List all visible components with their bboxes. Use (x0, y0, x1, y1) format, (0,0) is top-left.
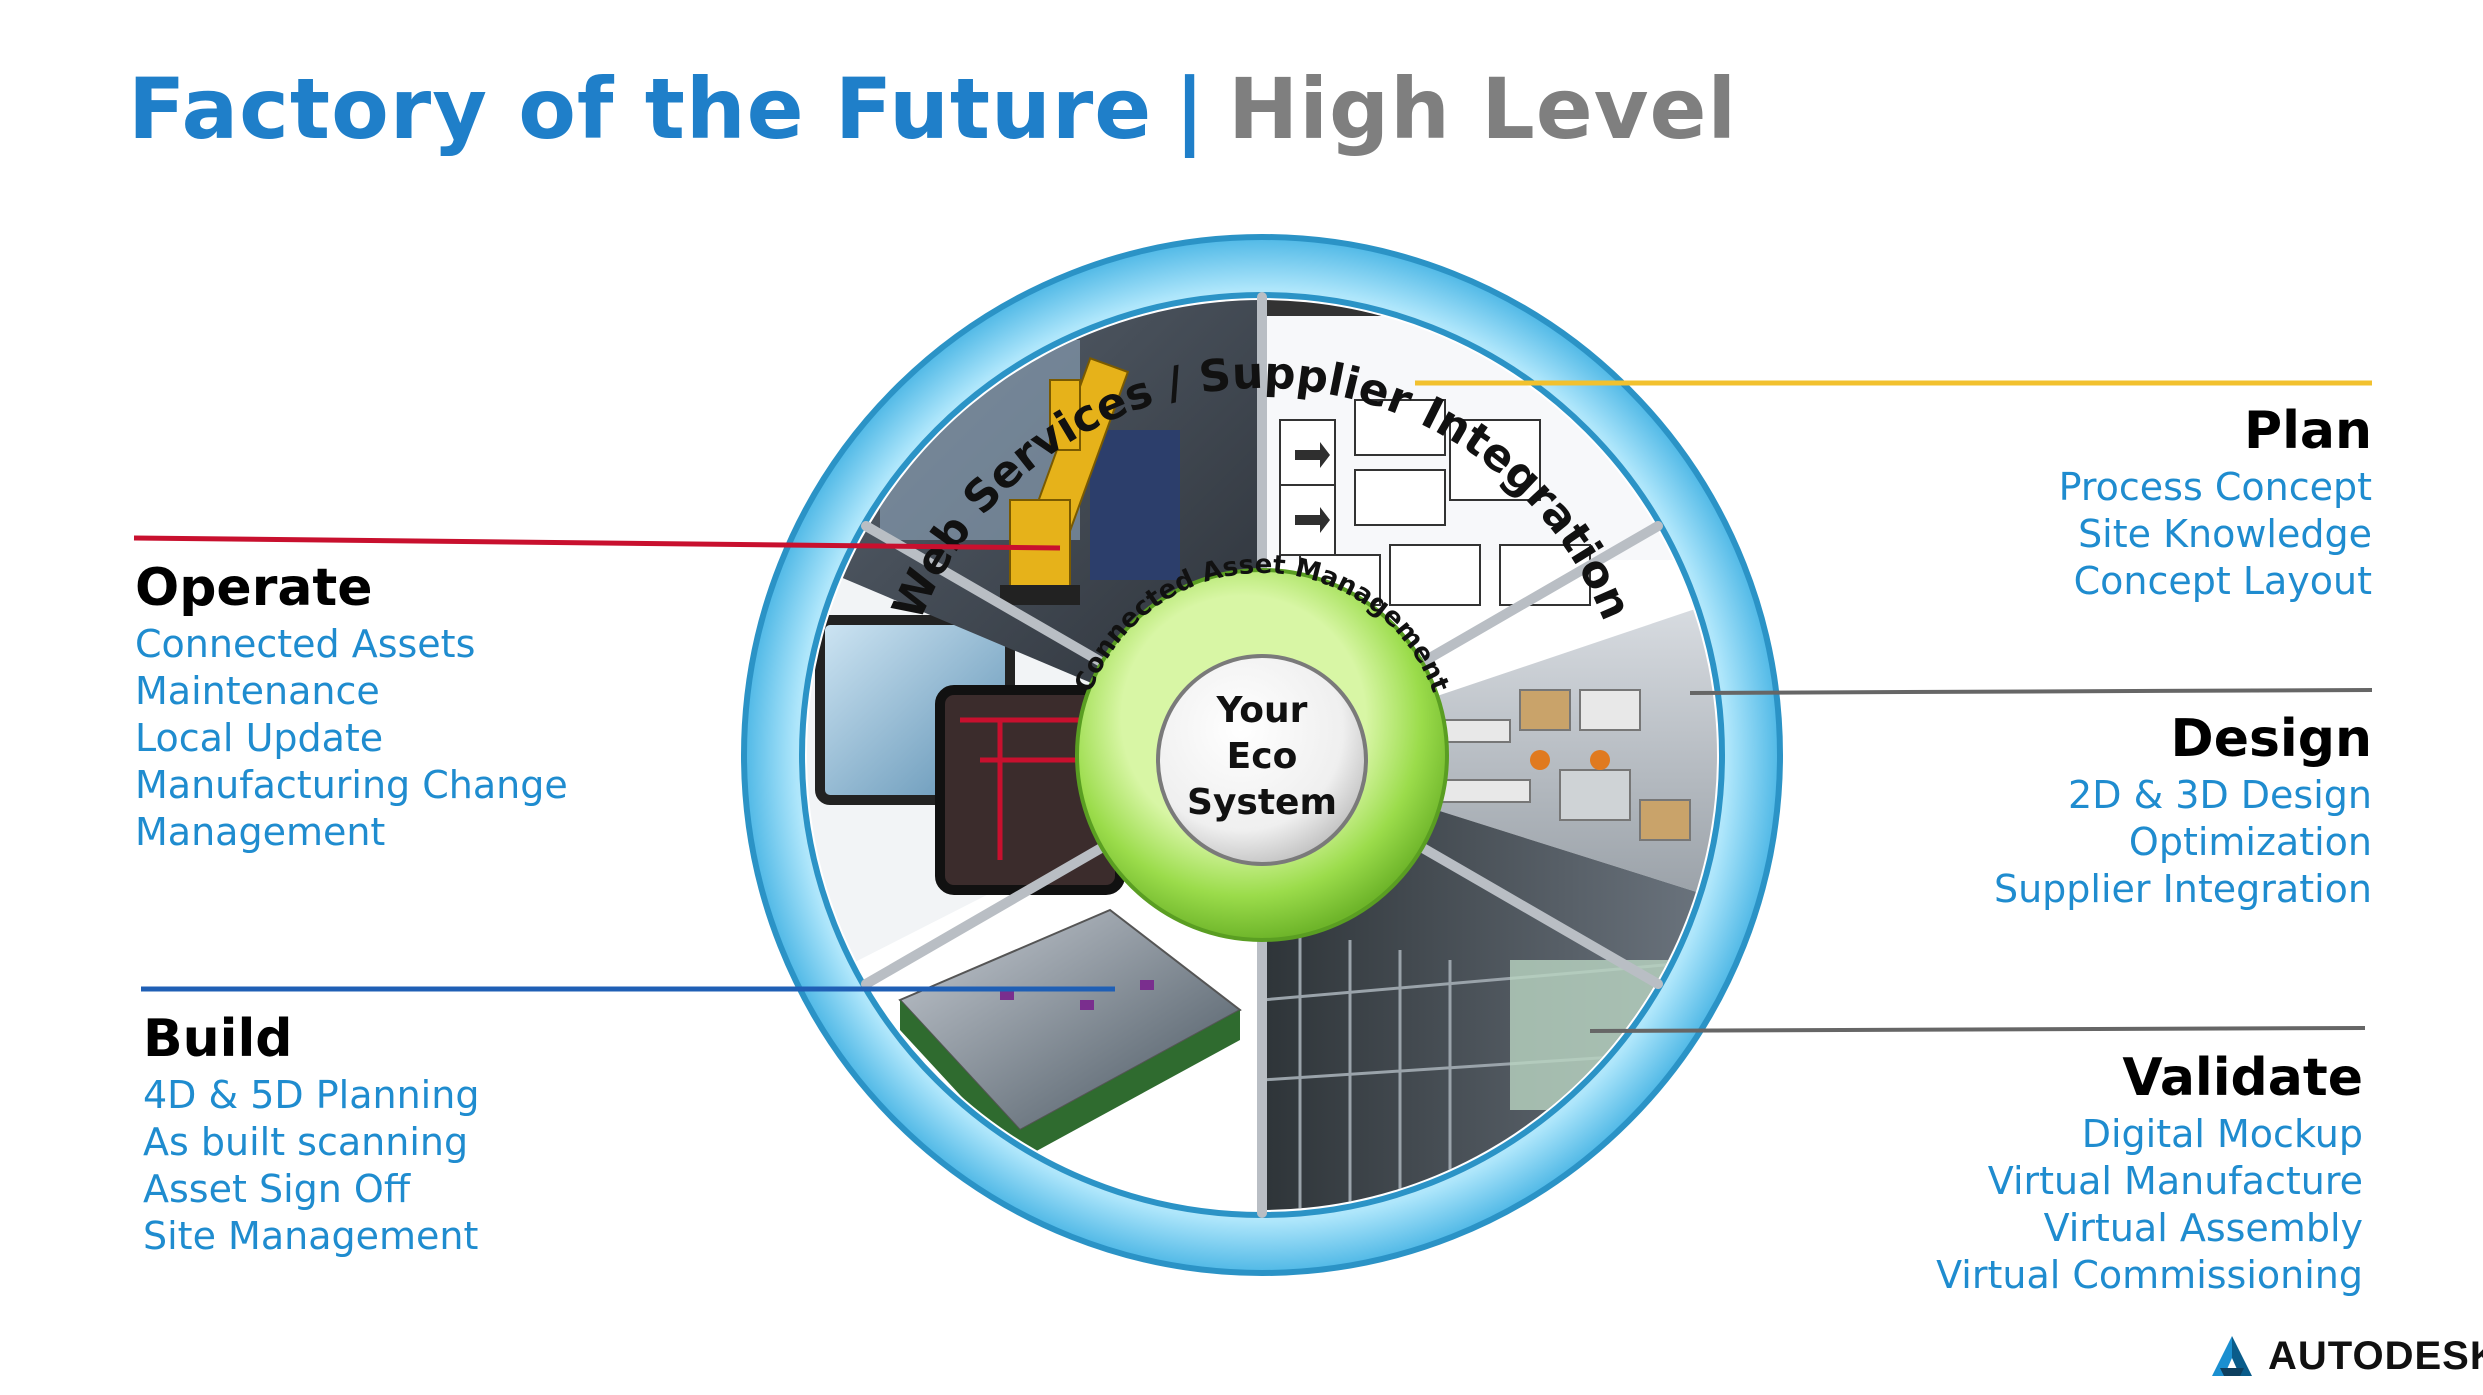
operate-title: Operate (135, 558, 373, 618)
autodesk-logo: AUTODESK. (2210, 1328, 2483, 1384)
validate-items: Digital Mockup Virtual Manufacture Virtu… (1936, 1111, 2363, 1299)
validate-item: Virtual Assembly (2043, 1206, 2363, 1250)
center-label-line: Your (1216, 690, 1308, 731)
build-block: Build 4D & 5D Planning As built scanning… (143, 1008, 479, 1260)
center-label-line: System (1187, 782, 1337, 823)
design-warehouse-image (1262, 600, 1717, 900)
validate-item: Virtual Commissioning (1936, 1253, 2363, 1297)
operate-item: Local Update (135, 716, 384, 760)
operate-connector-line (133, 535, 1061, 551)
title-separator: | (1174, 60, 1206, 158)
plan-item: Site Knowledge (2078, 512, 2372, 556)
design-title: Design (2170, 709, 2372, 769)
design-item: 2D & 3D Design (2068, 773, 2372, 817)
page-title: Factory of the Future|High Level (128, 60, 1737, 158)
autodesk-a-icon (2212, 1336, 2252, 1376)
validate-block: Validate Digital Mockup Virtual Manufact… (1936, 1047, 2363, 1299)
plan-title: Plan (2243, 401, 2372, 461)
plan-block: Plan Process Concept Site Knowledge Conc… (2059, 400, 2372, 605)
validate-item: Virtual Manufacture (1987, 1159, 2363, 1203)
validate-title: Validate (2122, 1048, 2363, 1108)
plan-item: Process Concept (2058, 465, 2372, 509)
operate-item: Maintenance (135, 669, 380, 713)
design-item: Supplier Integration (1993, 867, 2372, 911)
build-item: 4D & 5D Planning (143, 1073, 480, 1117)
center-circle (1156, 654, 1368, 866)
center-label-line: Eco (1227, 736, 1298, 777)
title-sub: High Level (1227, 60, 1738, 158)
build-title: Build (143, 1009, 293, 1069)
validate-connector-line (1589, 1026, 2366, 1033)
plan-items: Process Concept Site Knowledge Concept L… (2059, 464, 2372, 605)
operate-item: Manufacturing Change (135, 763, 568, 807)
operate-block: Operate Connected Assets Maintenance Loc… (135, 557, 568, 856)
design-item: Optimization (2128, 820, 2372, 864)
validate-item: Digital Mockup (2081, 1112, 2363, 1156)
operate-items: Connected Assets Maintenance Local Updat… (135, 621, 568, 856)
design-connector-line (1689, 688, 2373, 695)
design-block: Design 2D & 3D Design Optimization Suppl… (1994, 708, 2372, 913)
build-item: Asset Sign Off (143, 1167, 411, 1211)
build-item: As built scanning (143, 1120, 469, 1164)
plan-item: Concept Layout (2073, 559, 2372, 603)
build-item: Site Management (143, 1214, 479, 1258)
operate-item: Management (135, 810, 386, 854)
logo-wordmark: AUTODESK. (2268, 1333, 2483, 1378)
operate-item: Connected Assets (135, 622, 476, 666)
design-items: 2D & 3D Design Optimization Supplier Int… (1994, 772, 2372, 913)
title-main: Factory of the Future (128, 60, 1153, 158)
build-items: 4D & 5D Planning As built scanning Asset… (143, 1072, 479, 1260)
